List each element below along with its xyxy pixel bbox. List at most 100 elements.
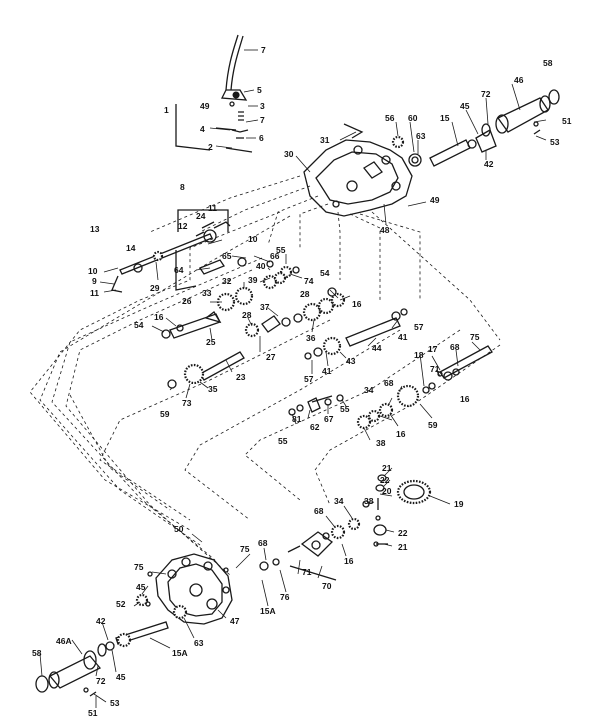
part-label: 74 bbox=[304, 276, 314, 286]
part-label: 27 bbox=[266, 352, 276, 362]
part-label: 26 bbox=[182, 296, 192, 306]
part-label: 70 bbox=[322, 581, 332, 591]
part-label: 45 bbox=[136, 582, 146, 592]
part-label: 68 bbox=[258, 538, 268, 548]
part-label: 21 bbox=[398, 542, 408, 552]
part-label: 68 bbox=[450, 342, 460, 352]
part-number-labels: 7 5 49 3 7 1 4 6 2 31 30 56 60 63 15 45 … bbox=[32, 45, 572, 718]
part-label: 49 bbox=[200, 101, 210, 111]
part-label: 52 bbox=[116, 599, 126, 609]
part-label: 16 bbox=[344, 556, 354, 566]
part-label: 24 bbox=[196, 211, 206, 221]
part-label: 5 bbox=[257, 85, 262, 95]
part-label: 59 bbox=[160, 409, 170, 419]
part-label: 56 bbox=[385, 113, 395, 123]
part-label: 6 bbox=[259, 133, 264, 143]
part-label: 30 bbox=[284, 149, 294, 159]
small-shaft-parts bbox=[288, 394, 344, 416]
part-label: 8 bbox=[180, 182, 185, 192]
upper-axle-assembly bbox=[429, 89, 560, 167]
part-label: 53 bbox=[550, 137, 560, 147]
part-label: 55 bbox=[340, 404, 350, 414]
part-label: 16 bbox=[396, 429, 406, 439]
part-label: 51 bbox=[88, 708, 98, 718]
part-label: 45 bbox=[116, 672, 126, 682]
part-label: 42 bbox=[96, 616, 106, 626]
part-label: 11 bbox=[208, 203, 217, 213]
part-label: 16 bbox=[460, 394, 470, 404]
part-label: 15A bbox=[172, 648, 188, 658]
part-label: 3 bbox=[260, 101, 265, 111]
part-label: 43 bbox=[346, 356, 356, 366]
part-label: 36 bbox=[306, 333, 316, 343]
part-label: 63 bbox=[194, 638, 204, 648]
part-label: 45 bbox=[460, 101, 470, 111]
part-label: 19 bbox=[454, 499, 464, 509]
part-label: 7 bbox=[261, 45, 266, 55]
part-label: 68 bbox=[314, 506, 324, 516]
part-label: 10 bbox=[88, 266, 98, 276]
part-label: 75 bbox=[470, 332, 480, 342]
part-label: 33 bbox=[202, 288, 212, 298]
part-label: 4 bbox=[200, 124, 205, 134]
part-label: 14 bbox=[126, 243, 136, 253]
leader-lines bbox=[39, 49, 547, 708]
part-label: 2 bbox=[208, 142, 213, 152]
part-label: 81 bbox=[292, 414, 302, 424]
part-label: 55 bbox=[276, 245, 286, 255]
part-label: 41 bbox=[398, 332, 408, 342]
part-label: 51 bbox=[562, 116, 572, 126]
part-label: 58 bbox=[32, 648, 42, 658]
part-label: 38 bbox=[364, 496, 374, 506]
part-label: 72 bbox=[481, 89, 491, 99]
part-label: 38 bbox=[376, 438, 386, 448]
part-label: 44 bbox=[372, 343, 382, 353]
part-label: 18 bbox=[414, 350, 424, 360]
part-label: 55 bbox=[278, 436, 288, 446]
part-label: 41 bbox=[322, 366, 332, 376]
part-label: 34 bbox=[364, 385, 374, 395]
part-label: 71 bbox=[302, 567, 312, 577]
part-label: 7 bbox=[260, 115, 265, 125]
part-label: 64 bbox=[174, 265, 184, 275]
part-label: 32 bbox=[222, 276, 232, 286]
part-label: 68 bbox=[384, 378, 394, 388]
part-label: 10 bbox=[248, 234, 258, 244]
part-label: 20 bbox=[382, 486, 392, 496]
part-label: 1 bbox=[164, 105, 169, 115]
part-label: 53 bbox=[110, 698, 120, 708]
part-label: 23 bbox=[236, 372, 246, 382]
part-label: 29 bbox=[150, 283, 160, 293]
part-label: 17 bbox=[428, 344, 438, 354]
part-label: 40 bbox=[256, 261, 266, 271]
part-label: 57 bbox=[304, 374, 314, 384]
part-label: 50 bbox=[174, 524, 184, 534]
upper-case-housing bbox=[303, 123, 422, 217]
part-label: 46 bbox=[514, 75, 524, 85]
part-label: 66 bbox=[270, 251, 280, 261]
lower-case-housing bbox=[135, 553, 233, 625]
part-label: 22 bbox=[380, 475, 390, 485]
lower-gear-group bbox=[259, 517, 361, 581]
assembly-path-lines bbox=[29, 175, 501, 576]
part-label: 28 bbox=[242, 310, 252, 320]
part-label: 67 bbox=[324, 414, 334, 424]
part-label: 15A bbox=[260, 606, 276, 616]
part-label: 49 bbox=[430, 195, 440, 205]
part-label: 13 bbox=[90, 224, 100, 234]
part-label: 34 bbox=[334, 496, 344, 506]
part-label: 22 bbox=[398, 528, 408, 538]
part-label: 57 bbox=[414, 322, 424, 332]
part-label: 9 bbox=[92, 276, 97, 286]
part-label: 71 bbox=[430, 364, 440, 374]
part-label: 15 bbox=[440, 113, 450, 123]
upper-gear-train bbox=[161, 257, 408, 389]
part-label: 37 bbox=[260, 302, 270, 312]
shift-lever-assembly bbox=[175, 34, 253, 153]
part-label: 72 bbox=[96, 676, 106, 686]
part-label: 62 bbox=[310, 422, 320, 432]
part-label: 12 bbox=[178, 221, 188, 231]
shift-rail-assembly bbox=[111, 209, 231, 293]
part-label: 54 bbox=[320, 268, 330, 278]
